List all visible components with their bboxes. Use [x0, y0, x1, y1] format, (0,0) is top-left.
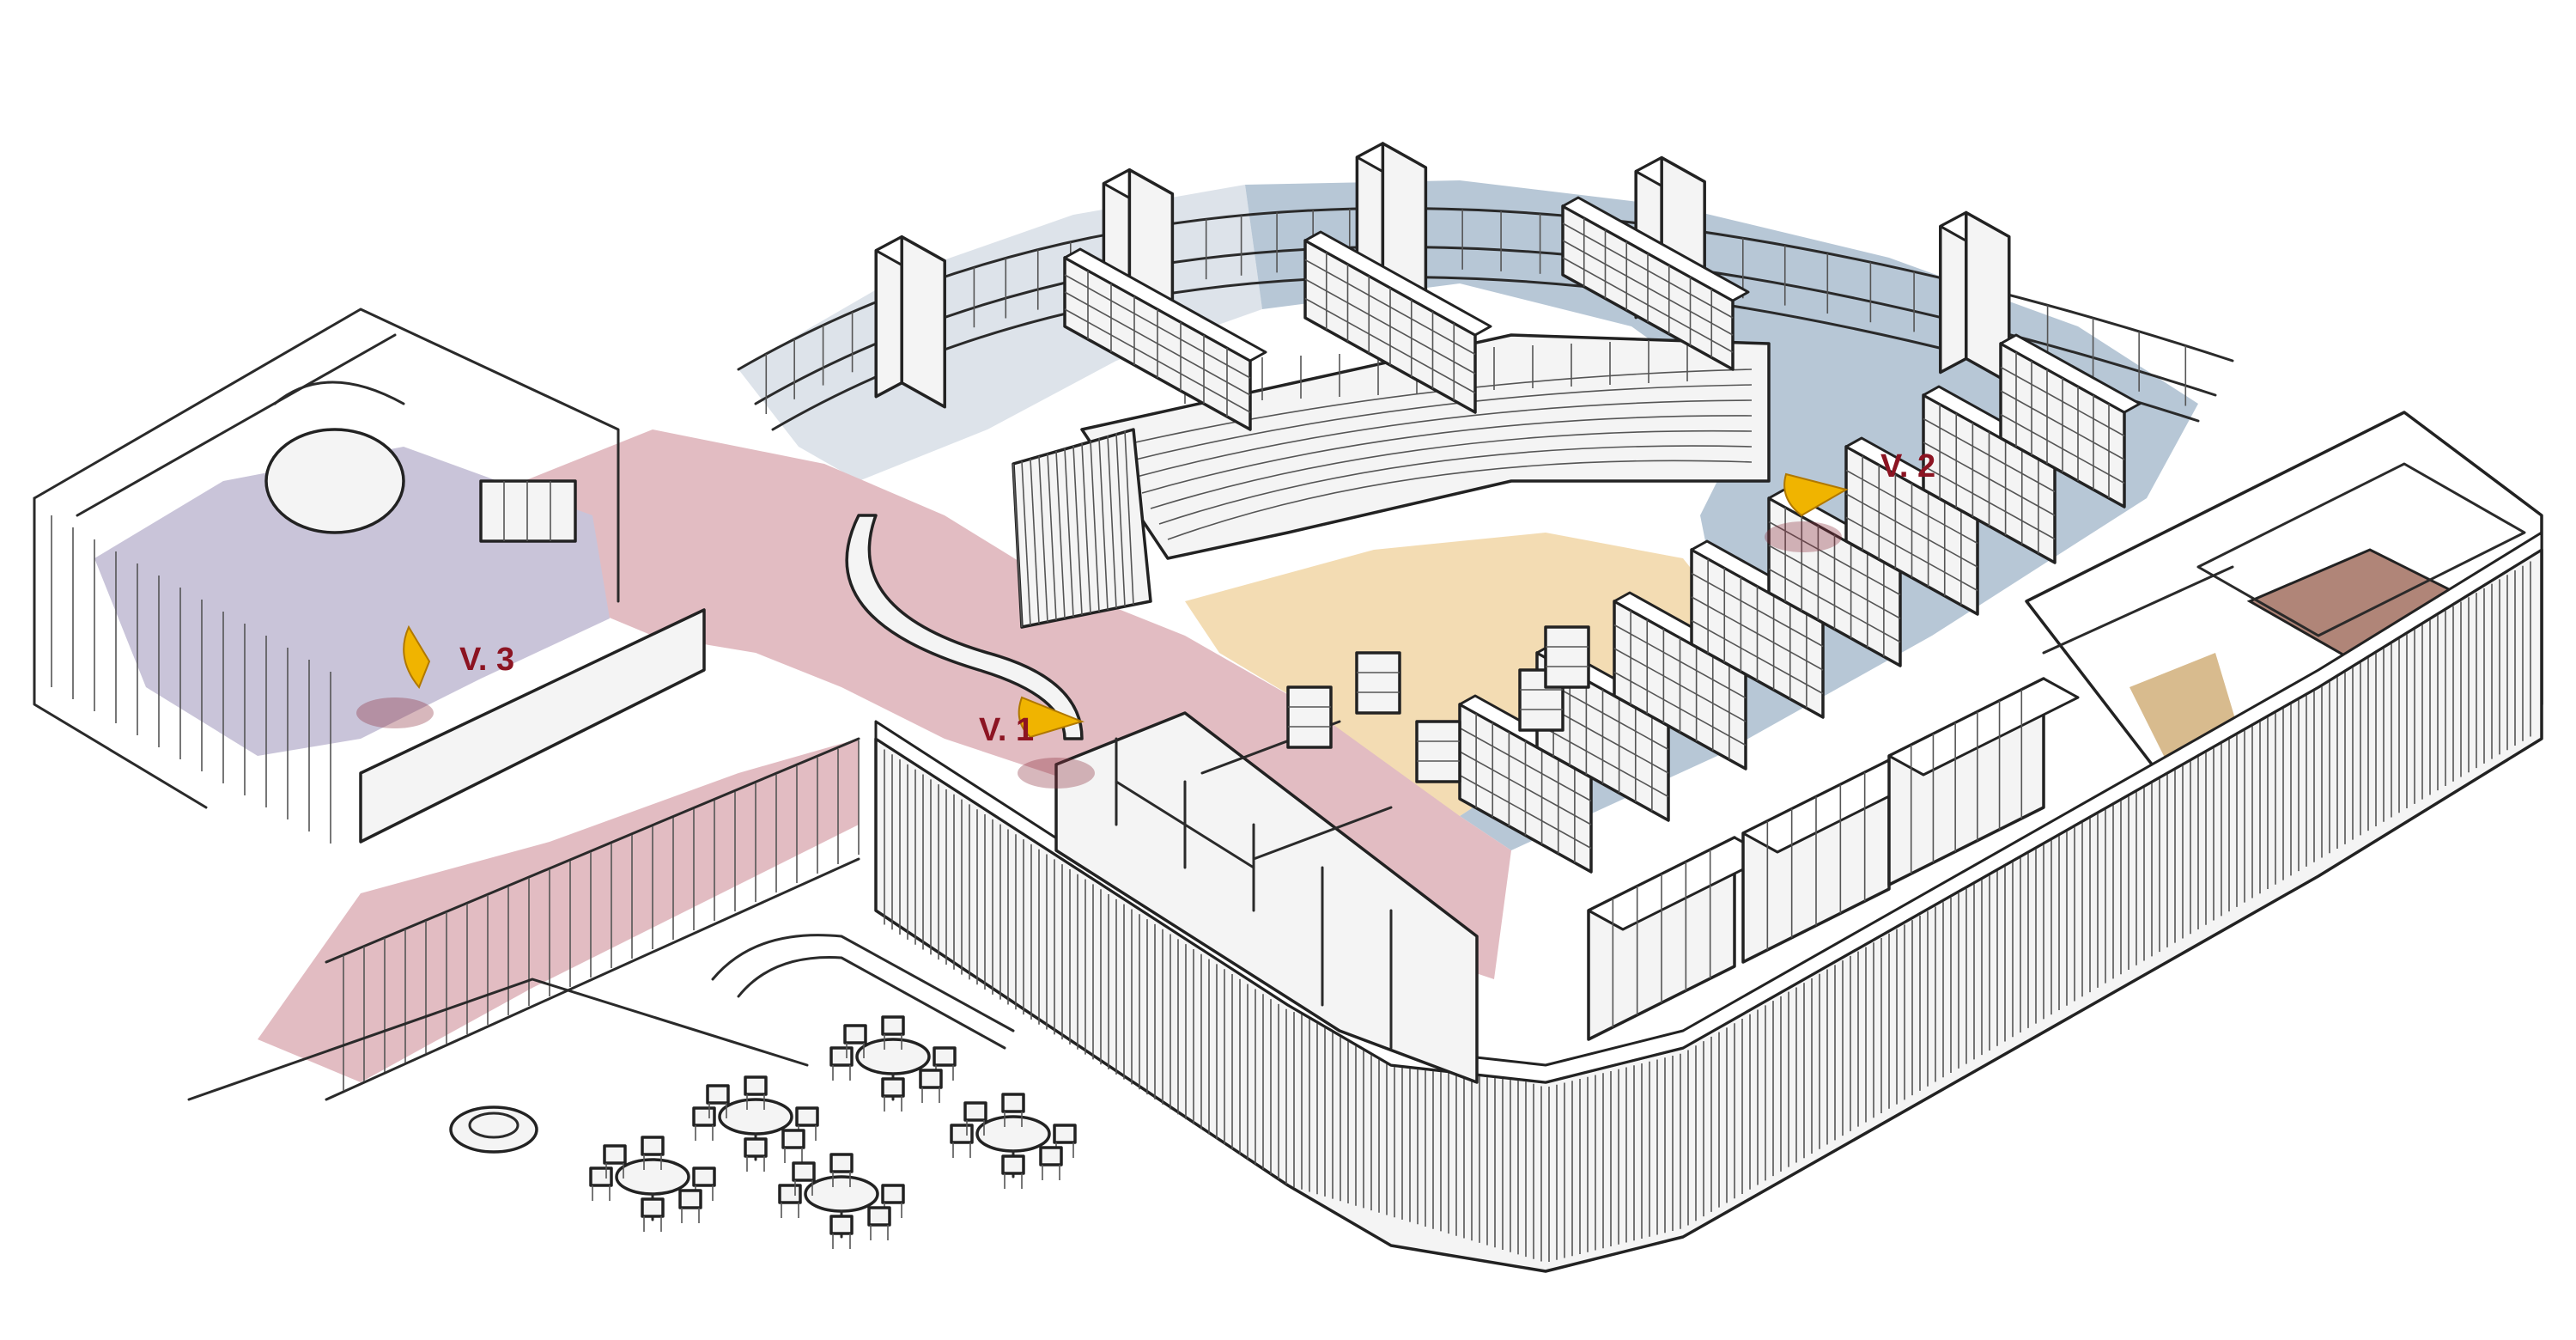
central-kiosk — [845, 428, 1152, 740]
view-marker-v3: V. 3 — [356, 624, 514, 728]
book-carts — [1286, 625, 1590, 783]
chair — [843, 1024, 867, 1058]
book-cart — [1544, 625, 1590, 689]
chair — [781, 1129, 805, 1163]
chair — [881, 1015, 905, 1050]
view-marker-shadow — [1018, 758, 1095, 789]
compact-storage — [1587, 677, 2080, 1041]
bookshelf — [1561, 196, 1750, 371]
view-marker-v1: V. 1 — [979, 696, 1095, 789]
left-pavilion — [33, 308, 620, 844]
chair — [1001, 1093, 1025, 1127]
chair — [881, 1077, 905, 1112]
chair — [706, 1084, 730, 1118]
cafe-table — [692, 1075, 819, 1172]
chair — [603, 1144, 627, 1179]
chair — [641, 1136, 665, 1170]
chair — [795, 1106, 819, 1141]
view-marker-shadow — [1765, 521, 1842, 552]
chair — [919, 1069, 943, 1103]
view-markers: V. 1 V. 2 V. 3 — [356, 448, 1935, 789]
tiered-seating — [1080, 333, 1771, 560]
cafe-table — [778, 1153, 905, 1249]
view-marker-shadow — [356, 697, 434, 728]
book-cart — [1286, 685, 1333, 749]
chair — [1001, 1154, 1025, 1189]
book-cart — [1415, 720, 1461, 783]
chair — [950, 1124, 974, 1158]
chair — [778, 1184, 802, 1218]
camera-view-cone-icon — [1783, 472, 1849, 517]
chair — [829, 1046, 854, 1081]
chair — [792, 1161, 816, 1196]
view-marker-v2: V. 2 — [1765, 448, 1935, 552]
cafe-table — [589, 1136, 716, 1232]
chair — [829, 1153, 854, 1187]
chair — [692, 1166, 716, 1201]
chair — [867, 1206, 891, 1240]
chair — [678, 1189, 702, 1223]
storage-unit — [1887, 677, 2080, 886]
chair — [641, 1197, 665, 1232]
chair — [1053, 1124, 1077, 1158]
outdoor-terrace — [187, 934, 1077, 1249]
bookshelf — [1303, 230, 1492, 414]
view-label: V. 3 — [459, 642, 514, 678]
facade-fin — [874, 234, 946, 409]
view-label: V. 1 — [979, 712, 1034, 748]
bookshelf — [1063, 247, 1267, 431]
book-cart — [1355, 651, 1401, 715]
bookshelf-rows — [1063, 196, 2142, 874]
floor-zone-reading — [1185, 533, 1717, 816]
chair — [1039, 1146, 1063, 1180]
chair — [963, 1101, 987, 1136]
chair — [744, 1137, 768, 1172]
floor-zone-entrance-hall — [258, 739, 859, 1082]
entrance-glazing — [325, 608, 860, 1101]
chair — [589, 1166, 613, 1201]
chair — [881, 1184, 905, 1218]
restroom-block — [1054, 711, 1479, 1084]
bookshelf — [1999, 333, 2142, 509]
cafe-table — [950, 1093, 1077, 1189]
chair — [744, 1075, 768, 1110]
view-label: V. 2 — [1880, 448, 1935, 484]
camera-view-cone-icon — [403, 624, 431, 689]
camera-view-cone-icon — [1018, 696, 1085, 739]
facade-fin — [1939, 210, 2011, 385]
chair — [692, 1106, 716, 1141]
chair — [829, 1215, 854, 1249]
cafe-table — [829, 1015, 957, 1112]
